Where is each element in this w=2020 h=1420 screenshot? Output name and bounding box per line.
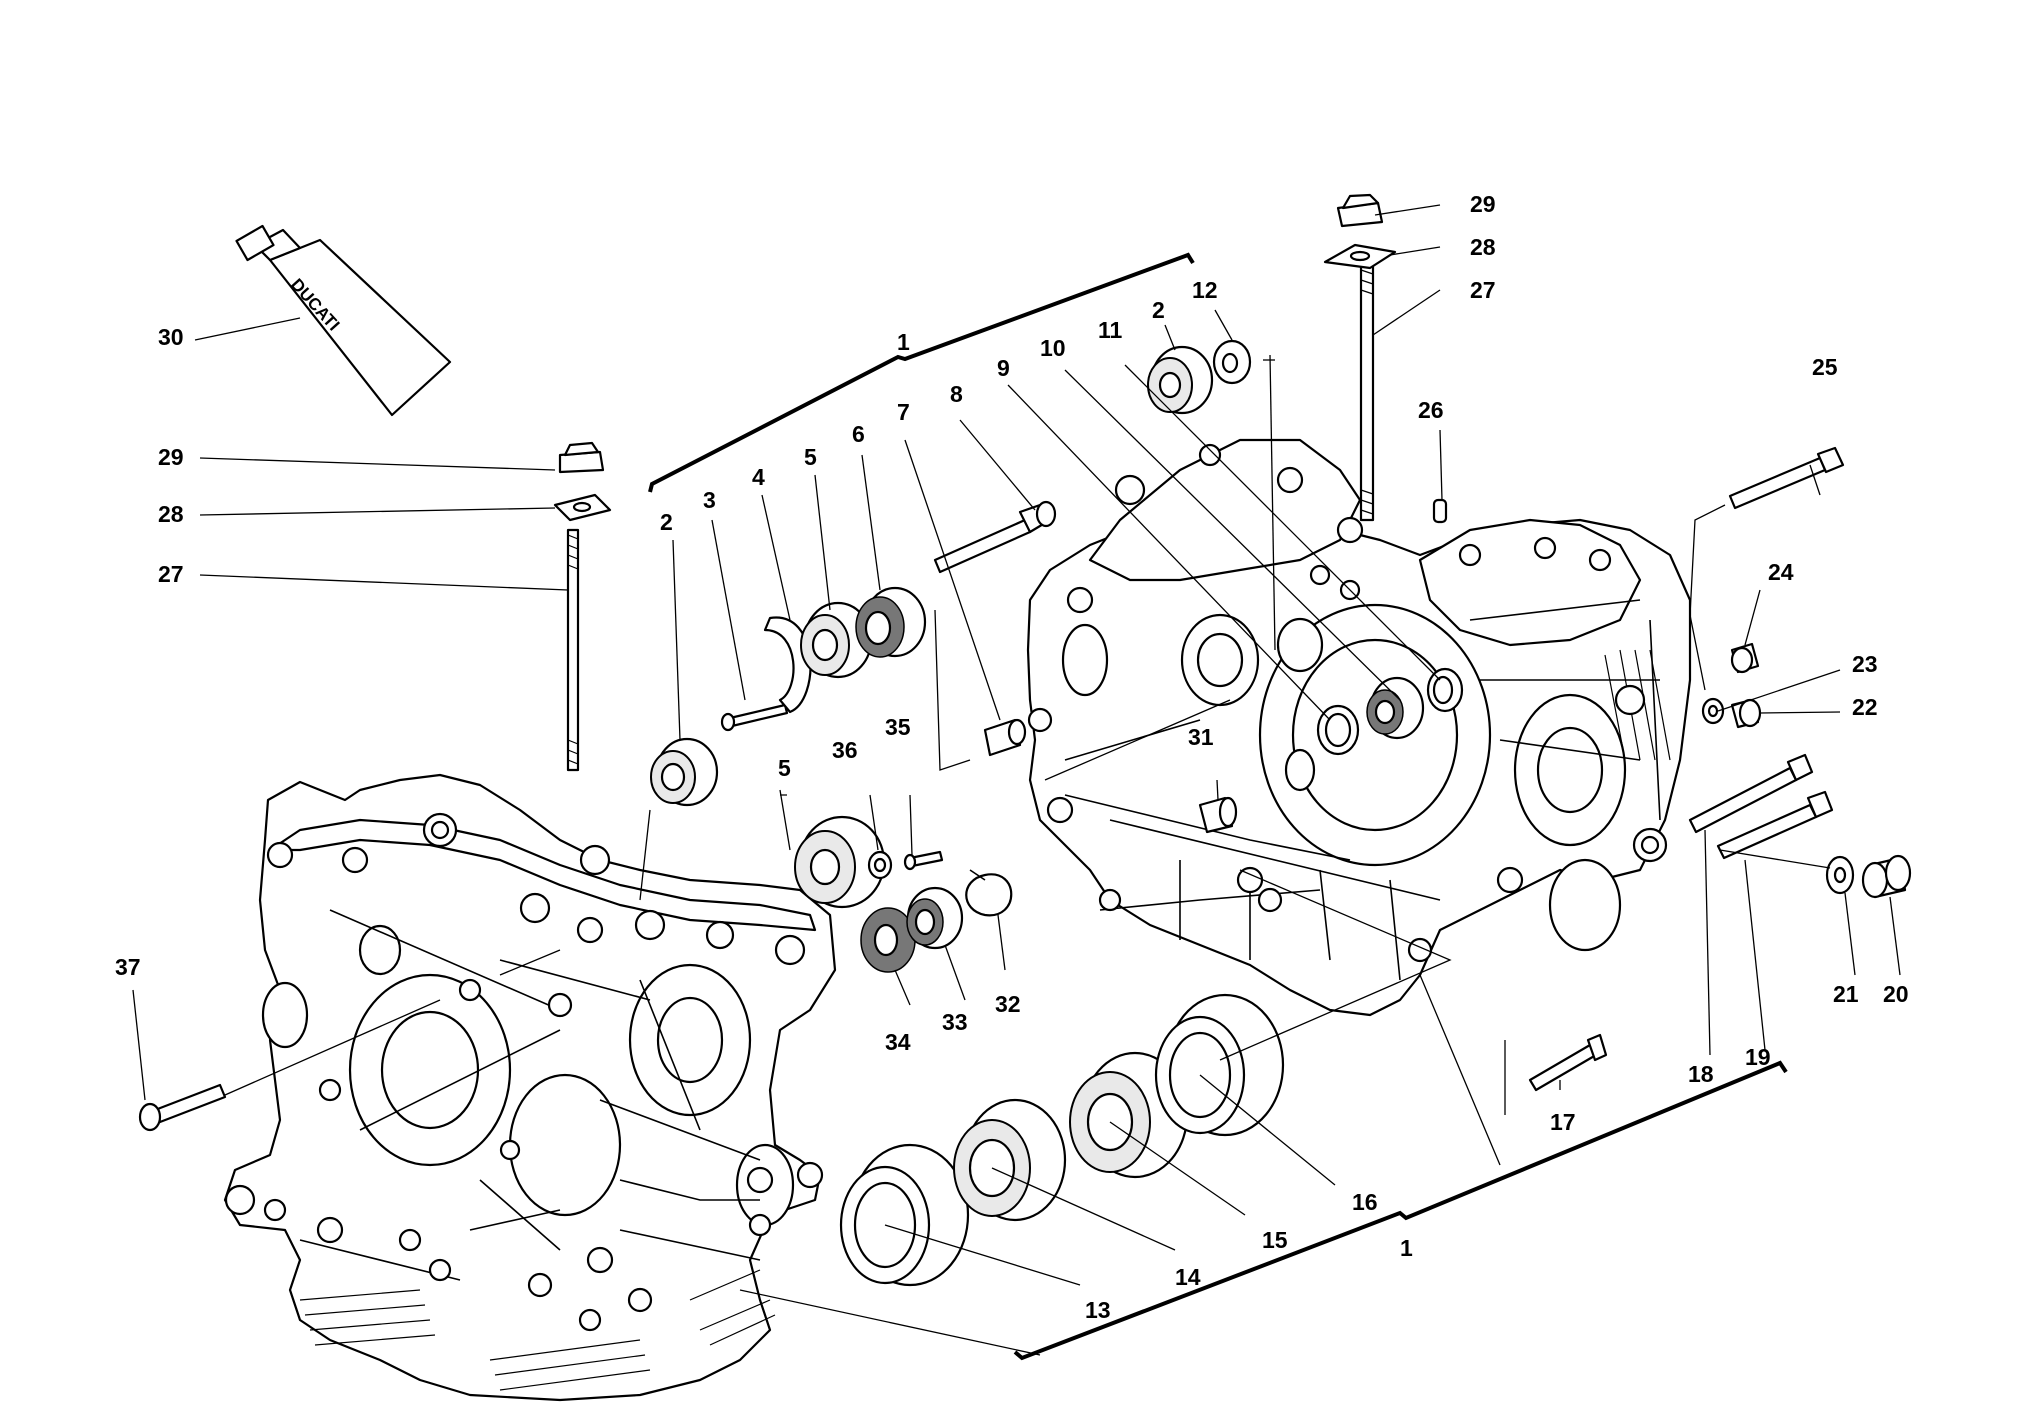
label-23: 23 xyxy=(1852,651,1878,677)
label-29-right: 29 xyxy=(1470,191,1496,217)
label-1-bottom: 1 xyxy=(1400,1235,1413,1261)
label-2-right: 2 xyxy=(1152,297,1165,323)
label-19: 19 xyxy=(1745,1044,1771,1070)
cooling-fins xyxy=(299,1269,776,1391)
label-31: 31 xyxy=(1188,724,1214,750)
label-12: 12 xyxy=(1192,277,1218,303)
label-29-left: 29 xyxy=(158,444,184,470)
bearing-16 xyxy=(1154,993,1285,1137)
plug-24 xyxy=(1730,642,1760,674)
washer-12 xyxy=(1212,339,1252,385)
bearing-5-lower xyxy=(794,815,886,909)
half-ring-4 xyxy=(763,616,812,714)
label-33: 33 xyxy=(942,1009,968,1035)
label-18: 18 xyxy=(1688,1061,1714,1087)
label-6: 6 xyxy=(852,421,865,447)
bearing-33 xyxy=(906,886,964,950)
bearing-5-upper xyxy=(800,601,873,679)
bolt-25 xyxy=(1728,446,1845,510)
left-stud-27 xyxy=(566,528,580,772)
label-30: 30 xyxy=(158,324,184,350)
bolt-18 xyxy=(1688,753,1814,834)
label-4: 4 xyxy=(752,464,765,490)
bearing-11 xyxy=(1366,676,1425,740)
label-28-left: 28 xyxy=(158,501,184,527)
dowel-7 xyxy=(983,718,1027,757)
seal-6 xyxy=(855,586,927,658)
leader-lines xyxy=(132,204,1901,1356)
plug-22 xyxy=(1730,698,1762,729)
label-5-lower: 5 xyxy=(778,755,791,781)
label-34: 34 xyxy=(885,1029,911,1055)
label-11: 11 xyxy=(1098,317,1123,343)
label-1-top: 1 xyxy=(897,329,910,355)
label-3: 3 xyxy=(703,487,716,513)
label-37: 37 xyxy=(115,954,141,980)
bearing-14 xyxy=(953,1098,1067,1222)
dowel-31 xyxy=(1198,796,1238,834)
label-28-right: 28 xyxy=(1470,234,1496,260)
label-10: 10 xyxy=(1040,335,1066,361)
label-2-left: 2 xyxy=(660,509,673,535)
bolt-37 xyxy=(138,1083,227,1132)
left-nut-29 xyxy=(558,441,605,474)
label-16: 16 xyxy=(1352,1189,1378,1215)
ring-10 xyxy=(1426,667,1464,713)
label-9: 9 xyxy=(997,355,1010,381)
label-17: 17 xyxy=(1550,1109,1576,1135)
bracket-bottom-item-1 xyxy=(1013,1060,1788,1361)
bolt-8 xyxy=(933,500,1057,574)
right-crankcase-half xyxy=(1026,438,1692,1017)
label-8: 8 xyxy=(950,381,963,407)
label-21: 21 xyxy=(1833,981,1859,1007)
screw-3 xyxy=(720,703,789,732)
bolt-19 xyxy=(1716,790,1834,860)
label-22: 22 xyxy=(1852,694,1878,720)
bearing-2-left xyxy=(650,737,719,807)
washer-36 xyxy=(867,850,893,880)
label-26: 26 xyxy=(1418,397,1444,423)
bearing-13 xyxy=(839,1143,970,1287)
label-5-upper: 5 xyxy=(804,444,817,470)
screw-35 xyxy=(903,850,944,871)
label-15: 15 xyxy=(1262,1227,1288,1253)
label-14: 14 xyxy=(1175,1264,1201,1290)
bracket-top-item-1 xyxy=(648,252,1195,493)
dowel-26 xyxy=(1432,498,1448,524)
seal-34 xyxy=(860,907,916,973)
label-32: 32 xyxy=(995,991,1021,1017)
callout-labels: 30 29 28 27 29 28 27 1 2 3 4 5 6 7 8 9 1… xyxy=(115,191,1909,1323)
label-7: 7 xyxy=(897,399,910,425)
right-washer-28 xyxy=(1323,243,1397,270)
circlip-32 xyxy=(965,869,1013,917)
label-27-right: 27 xyxy=(1470,277,1496,303)
label-13: 13 xyxy=(1085,1297,1111,1323)
screw-17 xyxy=(1528,1033,1608,1092)
label-25: 25 xyxy=(1812,354,1838,380)
right-stud-27 xyxy=(1359,263,1375,522)
label-36: 36 xyxy=(832,737,858,763)
left-washer-28 xyxy=(553,493,612,522)
washer-23 xyxy=(1701,697,1725,725)
sealant-tube-30: DUCATI xyxy=(235,224,452,417)
label-35: 35 xyxy=(885,714,911,740)
washer-21 xyxy=(1825,855,1855,895)
label-20: 20 xyxy=(1883,981,1909,1007)
label-24: 24 xyxy=(1768,559,1794,585)
right-nut-29 xyxy=(1336,193,1384,228)
bearing-2-right xyxy=(1147,345,1214,415)
left-crankcase-half xyxy=(223,773,837,1402)
label-27-left: 27 xyxy=(158,561,184,587)
plug-20 xyxy=(1861,854,1912,899)
